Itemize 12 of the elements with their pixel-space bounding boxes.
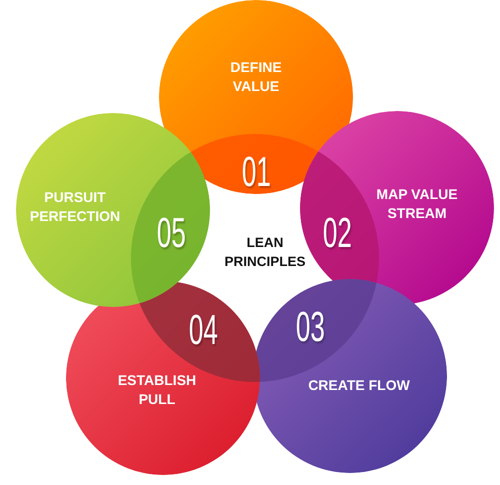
principle-title: CREATE FLOW: [307, 376, 411, 394]
center-title: LEAN PRINCIPLES: [223, 234, 306, 271]
step-number: 03: [295, 307, 324, 347]
principle-circle: [16, 113, 210, 307]
step-number: 04: [188, 310, 218, 350]
step-number: 01: [241, 152, 270, 192]
principle-title: PURSUIT PERFECTION: [28, 188, 122, 226]
principle-title: ESTABLISH PULL: [116, 371, 198, 409]
step-number: 05: [156, 213, 186, 253]
principle-title: DEFINE VALUE: [229, 58, 283, 96]
step-number: 02: [322, 213, 352, 253]
principle-title: MAP VALUE STREAM: [375, 185, 459, 223]
